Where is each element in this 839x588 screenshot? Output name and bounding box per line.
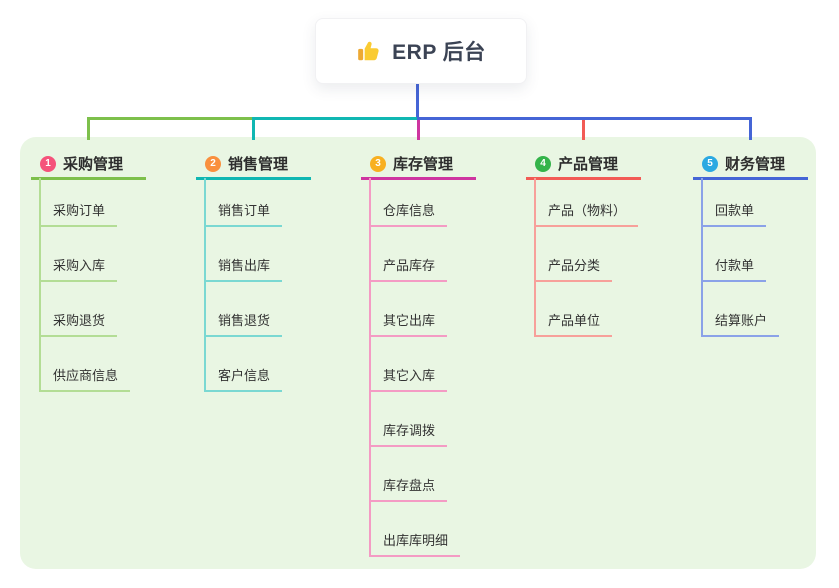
- child-node[interactable]: 回款单: [701, 200, 767, 227]
- branch-badge: 1: [40, 155, 56, 172]
- children-spine-line: [204, 178, 206, 392]
- child-node[interactable]: 销售订单: [204, 200, 283, 227]
- child-node[interactable]: 其它出库: [369, 310, 448, 337]
- branch-drop-line: [749, 117, 752, 140]
- child-node[interactable]: 采购订单: [39, 200, 118, 227]
- child-node[interactable]: 供应商信息: [39, 365, 131, 392]
- child-node[interactable]: 采购退货: [39, 310, 118, 337]
- bus-segment: [252, 117, 418, 120]
- child-row: 仓库信息: [369, 172, 460, 227]
- child-node[interactable]: 销售出库: [204, 255, 283, 282]
- branch-node[interactable]: 3 库存管理: [361, 150, 476, 180]
- branch-badge: 2: [205, 155, 221, 172]
- branch-children: 产品（物料） 产品分类产品单位: [534, 172, 639, 337]
- children-spine-line: [534, 178, 536, 337]
- child-node[interactable]: 产品（物料）: [534, 200, 639, 227]
- children-spine-line: [701, 178, 703, 337]
- bus-segment: [87, 117, 253, 120]
- branches-panel: [20, 137, 816, 569]
- child-row: 采购订单: [39, 172, 130, 227]
- branch-title: 产品管理: [558, 156, 619, 173]
- branch-title: 财务管理: [725, 156, 786, 173]
- child-row: 出库库明细: [369, 502, 461, 557]
- child-node[interactable]: 采购入库: [39, 255, 118, 282]
- child-row: 产品（物料）: [534, 172, 639, 227]
- bus-segment: [417, 117, 751, 120]
- child-node[interactable]: 产品库存: [369, 255, 448, 282]
- branch-badge: 5: [702, 155, 718, 172]
- branch-badge: 4: [535, 155, 551, 172]
- child-node[interactable]: 其它入库: [369, 365, 448, 392]
- child-node[interactable]: 产品分类: [534, 255, 613, 282]
- branch-drop-line: [252, 117, 255, 140]
- child-row: 采购退货: [39, 282, 130, 337]
- branch-node[interactable]: 2 销售管理: [196, 150, 311, 180]
- child-node[interactable]: 销售退货: [204, 310, 283, 337]
- child-row: 销售订单: [204, 172, 283, 227]
- child-row: 采购入库: [39, 227, 130, 282]
- child-row: 其它出库: [369, 282, 460, 337]
- thumbs-up-icon: [356, 38, 382, 64]
- branch-drop-line: [582, 117, 585, 140]
- children-spine-line: [39, 178, 41, 392]
- child-node[interactable]: 产品单位: [534, 310, 613, 337]
- child-row: 销售出库: [204, 227, 283, 282]
- child-row: 产品分类: [534, 227, 638, 282]
- branch-node[interactable]: 5 财务管理: [693, 150, 808, 180]
- child-row: 销售退货: [204, 282, 283, 337]
- branch-title: 采购管理: [63, 156, 124, 173]
- child-node[interactable]: 付款单: [701, 255, 767, 282]
- child-node[interactable]: 仓库信息: [369, 200, 448, 227]
- branch-children: 仓库信息产品库存其它出库其它入库库存调拨库存盘点出库库明细: [369, 172, 461, 557]
- child-node[interactable]: 结算账户: [701, 310, 780, 337]
- child-row: 库存盘点: [369, 447, 460, 502]
- branch-title: 库存管理: [393, 156, 454, 173]
- branch-title: 销售管理: [228, 156, 289, 173]
- branch-badge: 3: [370, 155, 386, 172]
- branch-children: 回款单付款单结算账户: [701, 172, 780, 337]
- child-row: 库存调拨: [369, 392, 460, 447]
- child-node[interactable]: 出库库明细: [369, 530, 461, 557]
- child-row: 回款单: [701, 172, 779, 227]
- child-row: 结算账户: [701, 282, 780, 337]
- root-node[interactable]: ERP 后台: [315, 18, 527, 84]
- child-row: 产品库存: [369, 227, 460, 282]
- branch-drop-line: [417, 117, 420, 140]
- root-stem-line: [416, 83, 419, 120]
- child-row: 客户信息: [204, 337, 283, 392]
- children-spine-line: [369, 178, 371, 557]
- child-row: 其它入库: [369, 337, 460, 392]
- branch-node[interactable]: 4 产品管理: [526, 150, 641, 180]
- child-row: 付款单: [701, 227, 779, 282]
- branch-node[interactable]: 1 采购管理: [31, 150, 146, 180]
- branch-drop-line: [87, 117, 90, 140]
- root-title: ERP 后台: [392, 41, 486, 64]
- branch-children: 销售订单销售出库销售退货客户信息: [204, 172, 283, 392]
- child-node[interactable]: 库存盘点: [369, 475, 448, 502]
- child-node[interactable]: 客户信息: [204, 365, 283, 392]
- branch-children: 采购订单采购入库采购退货供应商信息: [39, 172, 131, 392]
- child-row: 产品单位: [534, 282, 638, 337]
- child-row: 供应商信息: [39, 337, 131, 392]
- child-node[interactable]: 库存调拨: [369, 420, 448, 447]
